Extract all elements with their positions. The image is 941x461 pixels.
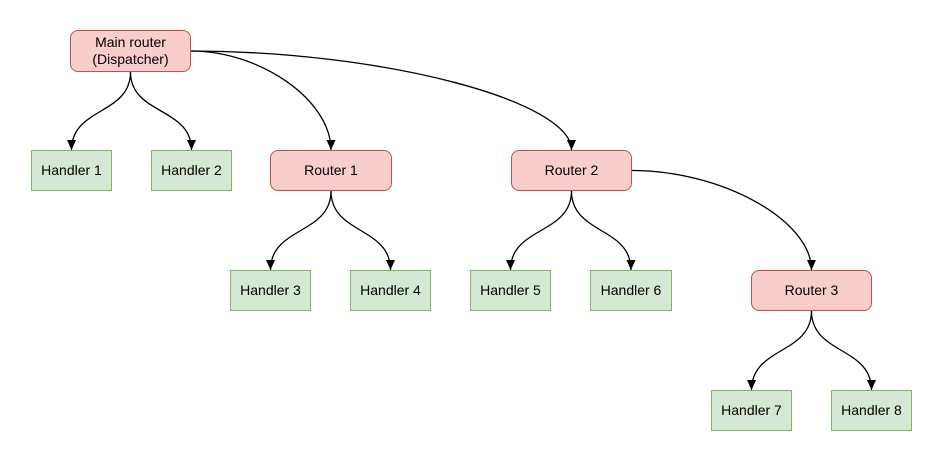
node-handler-1: Handler 1 (31, 150, 112, 191)
edge-main-router-to-handler-2 (129, 71, 196, 151)
edge-main-router-to-router-1 (190, 50, 336, 151)
edge-router-3-to-handler-7 (747, 310, 813, 391)
node-handler-3: Handler 3 (230, 270, 311, 311)
node-handler-6: Handler 6 (590, 270, 672, 311)
node-router-3: Router 3 (751, 270, 872, 311)
node-router-2: Router 2 (511, 150, 632, 191)
node-main-router: Main router (Dispatcher) (70, 30, 191, 72)
node-handler-5: Handler 5 (470, 270, 551, 311)
node-handler-4: Handler 4 (350, 270, 431, 311)
edge-router-1-to-handler-4 (330, 190, 395, 271)
edge-main-router-to-handler-1 (67, 71, 132, 151)
edge-router-2-to-router-3 (631, 169, 816, 271)
node-handler-7: Handler 7 (711, 390, 792, 431)
node-handler-2: Handler 2 (151, 150, 232, 191)
edge-router-2-to-handler-5 (506, 190, 573, 271)
edge-router-3-to-handler-8 (810, 310, 876, 391)
edge-router-1-to-handler-3 (266, 190, 332, 271)
edge-router-2-to-handler-6 (570, 190, 636, 271)
node-handler-8: Handler 8 (831, 390, 912, 431)
edge-main-router-to-router-2 (190, 50, 576, 151)
node-router-1: Router 1 (270, 150, 392, 191)
